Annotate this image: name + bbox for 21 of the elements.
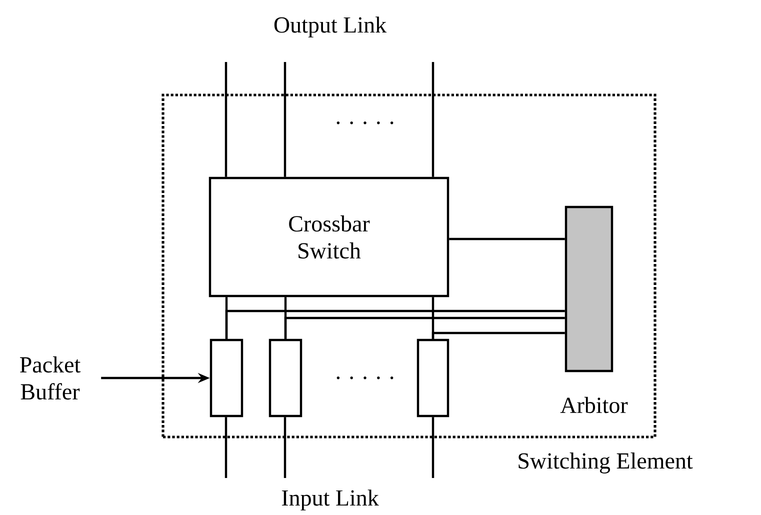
link-line bbox=[432, 417, 434, 478]
link-line bbox=[449, 238, 565, 240]
link-label: Input Link bbox=[282, 490, 379, 510]
link-line bbox=[432, 62, 434, 177]
link-line bbox=[224, 417, 228, 478]
link-line bbox=[432, 332, 565, 339]
dots: · · · · · bbox=[336, 376, 394, 380]
link-line bbox=[284, 417, 286, 478]
switch-box: Crossbar Switch bbox=[208, 176, 450, 298]
buffer-label: Packet Buffer bbox=[20, 356, 81, 400]
link-line bbox=[224, 62, 228, 177]
link-line bbox=[284, 316, 565, 339]
frame-title: Switching Element bbox=[518, 452, 693, 474]
link-label: Output Link bbox=[274, 16, 387, 38]
buffer-box bbox=[416, 338, 450, 418]
link-line bbox=[225, 310, 565, 339]
dots: · · · · · bbox=[336, 122, 394, 124]
link-line bbox=[284, 62, 286, 177]
buffer-box bbox=[210, 338, 244, 418]
node-caption: Arbitor bbox=[560, 396, 628, 414]
buffer-box bbox=[268, 338, 302, 418]
